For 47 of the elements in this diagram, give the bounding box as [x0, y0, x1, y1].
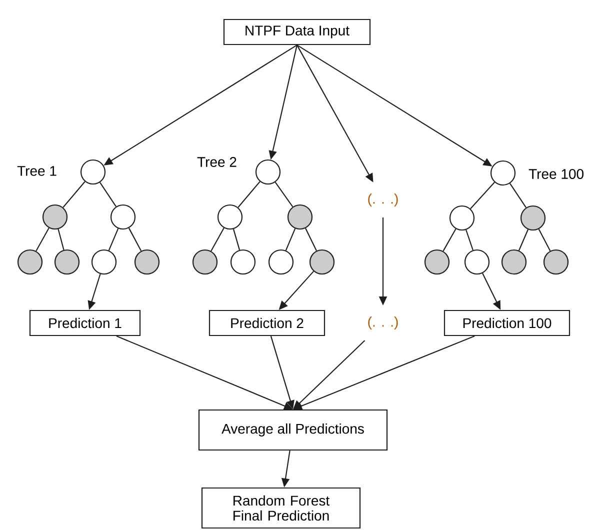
tree-node-circle	[268, 249, 294, 275]
tree-node-circle	[91, 249, 117, 275]
process-box: Prediction 2	[208, 310, 326, 336]
connector-line	[210, 228, 224, 252]
connector-line	[128, 228, 142, 252]
connector-line	[470, 182, 495, 210]
connector-line	[36, 228, 50, 252]
connector-line	[58, 228, 64, 250]
connector-line	[466, 230, 474, 250]
connector-line	[538, 228, 551, 252]
tree-node-circle	[54, 249, 80, 275]
connector-line	[108, 228, 119, 251]
tree-label: Tree 2	[197, 157, 236, 167]
tree-node-circle	[230, 249, 256, 275]
connector-line	[442, 228, 456, 252]
ellipsis-text: (. . .)	[368, 316, 398, 330]
tree-node-circle	[449, 205, 475, 231]
process-box: Prediction 100	[444, 310, 570, 336]
tree-label: Tree 1	[17, 166, 56, 176]
connector-line	[238, 181, 260, 208]
tree-node-circle	[134, 249, 160, 275]
tree-node-circle	[192, 249, 218, 275]
process-box: Average all Predictions	[198, 409, 388, 451]
tree-node-circle	[424, 249, 450, 275]
tree-node-circle	[520, 205, 546, 231]
connector-line	[232, 228, 240, 250]
connector-line	[274, 182, 294, 208]
tree-node-circle	[17, 249, 43, 275]
tree-label: Tree 100	[528, 169, 584, 179]
connector-line	[518, 229, 529, 251]
tree-node-circle	[464, 249, 490, 275]
tree-node-circle	[110, 204, 136, 230]
connector-line	[510, 183, 526, 208]
ellipsis-text: (. . .)	[368, 193, 398, 207]
tree-node-circle	[543, 249, 569, 275]
tree-node-circle	[309, 249, 335, 275]
connector-line	[100, 182, 116, 207]
process-box: Prediction 1	[29, 310, 141, 336]
connector-line	[285, 228, 296, 251]
connector-line	[305, 228, 317, 251]
connector-line	[62, 181, 86, 208]
process-box: NTPF Data Input	[223, 18, 371, 46]
tree-node-circle	[217, 204, 243, 230]
tree-node-circle	[42, 204, 68, 230]
tree-node-circle	[287, 204, 313, 230]
process-box: Random Forest Final Prediction	[201, 487, 361, 529]
tree-node-circle	[501, 249, 527, 275]
